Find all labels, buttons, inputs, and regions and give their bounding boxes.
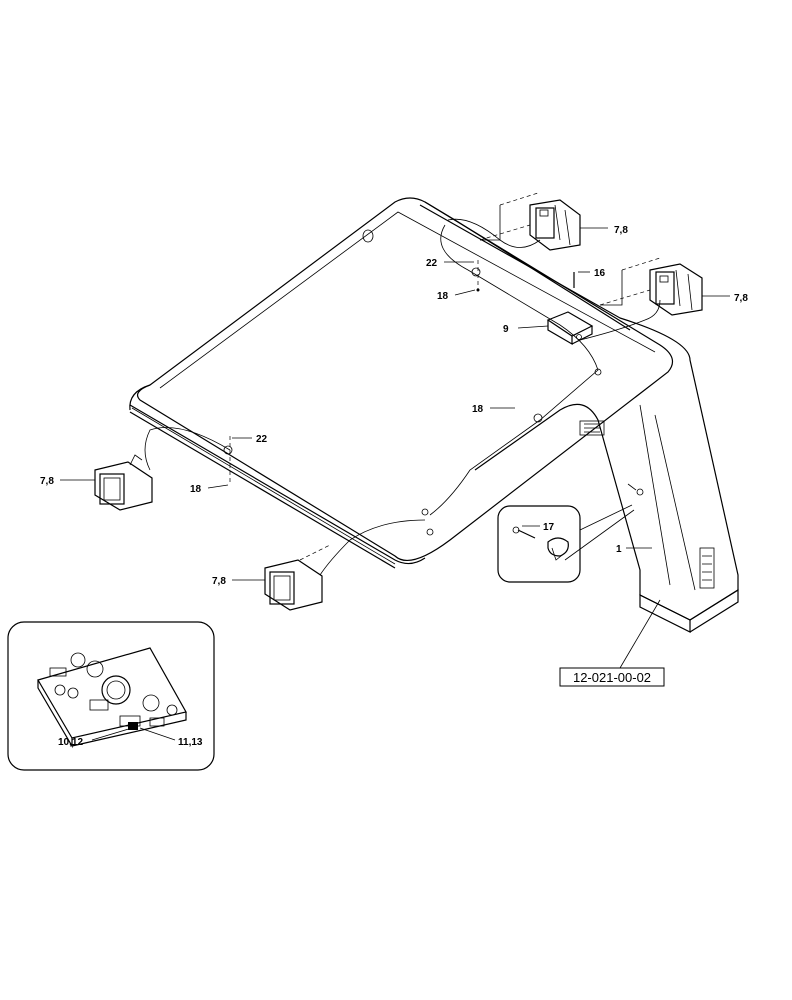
front-work-lamp-center [232,544,331,611]
reference-box: 12-021-00-02 [559,667,665,687]
reference-leader [619,599,661,669]
wiring-harness [144,218,661,576]
reference-number: 12-021-00-02 [573,670,651,685]
callout-junction-box: 9 [503,324,509,335]
callout-lamp-top-right: 7,8 [734,293,748,304]
callout-panel-left: 10,12 [58,737,83,748]
callout-lamp-top-left: 7,8 [614,225,628,236]
front-work-lamp-left [60,454,153,511]
callout-frame: 1 [616,544,622,555]
callout-bolt-front: 18 [190,484,202,495]
callout-lamp-front-center: 7,8 [212,576,226,587]
callout-lamp-front-left: 7,8 [40,476,54,487]
frame-pillar [419,201,739,633]
rear-work-lamp-right [599,257,730,316]
callout-screw-detail: 17 [543,522,555,533]
callout-clip-front: 22 [256,434,268,445]
instrument-panel-inset [7,621,215,771]
callout-clip-top: 22 [426,258,438,269]
callout-bolt-right-top: 16 [594,268,606,279]
callout-panel-right: 11,13 [178,737,203,748]
roof-panel [129,197,674,569]
screw-detail-callout [497,504,635,583]
callout-bolt-mid-right: 18 [472,404,484,415]
junction-box [517,311,594,346]
rear-work-lamp-left [479,192,608,251]
small-fasteners [207,260,644,536]
callout-bolt-top: 18 [437,291,449,302]
